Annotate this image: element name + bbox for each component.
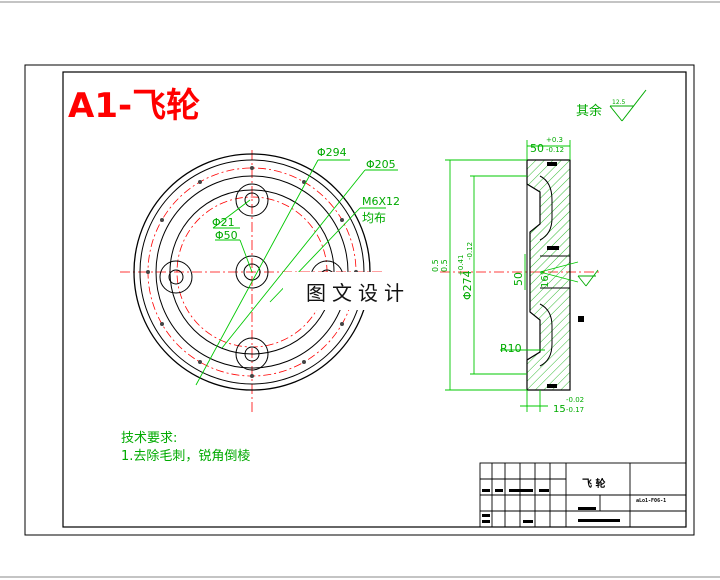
sheet-inner-border [62, 71, 687, 528]
thread-spec: M6X12 [362, 195, 400, 208]
hole-bottom [235, 337, 269, 371]
thread-note: 均布 [362, 211, 386, 225]
notes-heading: 技术要求: [121, 431, 177, 446]
center-boss [235, 255, 269, 289]
side-view: 50 +0.3 -0.12 Φ274 +0.41 -0.12 0.5 0.5 5… [431, 136, 600, 415]
dim-pitch-diameter: Φ205 [366, 158, 396, 171]
dim-radius: R10 [500, 342, 522, 355]
section-outline [526, 160, 571, 390]
tol-bore-upper: +0.41 [457, 255, 465, 276]
side-roughness-icon [577, 269, 599, 287]
title-block [479, 462, 687, 528]
roughness-value: 12.5 [612, 99, 626, 106]
hole-top [235, 183, 269, 217]
dim-outer-diameter: Φ294 [317, 146, 347, 159]
dim-angle: 16° [540, 270, 551, 288]
thread-markers [547, 162, 584, 388]
dim-width-top: 50 [530, 142, 544, 155]
side-dimension-lines [445, 140, 579, 412]
tol-width-top-upper: +0.3 [546, 136, 563, 144]
tol-bore-lower: -0.12 [466, 242, 474, 260]
dim-boss-diameter: Φ50 [215, 229, 238, 242]
dim-ref-b: 0.5 [440, 259, 449, 272]
title-block-fields [482, 489, 620, 523]
tol-width-bottom-upper: -0.02 [566, 396, 584, 404]
hole-left [159, 260, 193, 294]
tol-width-top-lower: -0.12 [546, 146, 564, 154]
drawing-number: aLo1-F06-1 [636, 498, 666, 504]
watermark-banner: 图文设计 [283, 272, 433, 310]
sheet-outer-border [24, 64, 695, 536]
tol-width-bottom-lower: -0.17 [566, 406, 584, 414]
dim-center: 50 [512, 272, 525, 286]
drawing-title: A1-飞轮 [68, 86, 200, 126]
dim-bore: Φ274 [461, 270, 474, 300]
dim-ref-a: 0.5 [431, 259, 440, 272]
dim-small-hole: Φ21 [212, 216, 235, 229]
dim-width-bottom: 15 [553, 404, 566, 415]
roughness-symbol-icon [609, 89, 647, 122]
thread-holes [146, 166, 358, 378]
roughness-label: 其余 [576, 103, 602, 119]
notes-item-1: 1.去除毛刺，锐角倒棱 [121, 448, 250, 464]
part-name: 飞 轮 [582, 477, 605, 490]
